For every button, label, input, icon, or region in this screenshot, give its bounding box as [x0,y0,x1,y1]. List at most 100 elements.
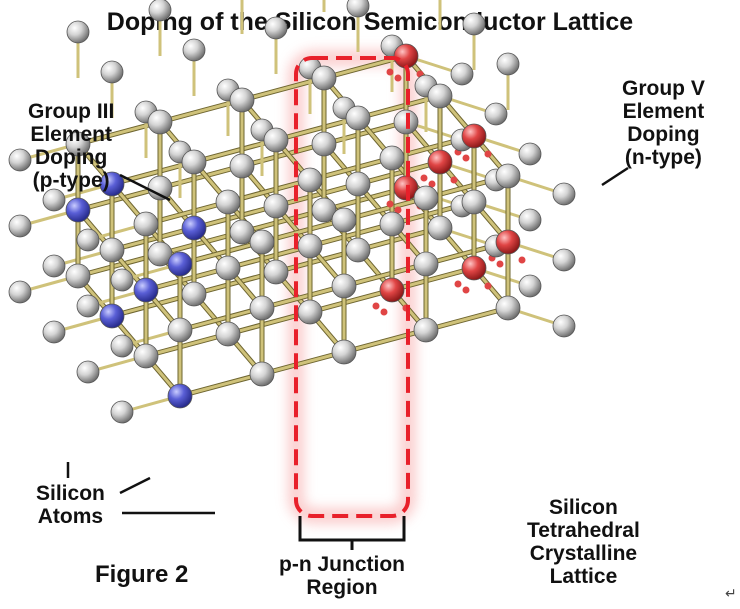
silicon-atom [249,361,275,387]
silicon-atom [229,219,255,245]
silicon-atom [264,16,288,40]
silicon-atom [65,131,91,157]
group3-label-line: Element [30,123,113,146]
free-electron [428,180,436,188]
silicon-atom [297,233,323,259]
free-electron [496,260,504,268]
silicon-atom [110,400,134,424]
silicon-atom [76,294,100,318]
bond [391,266,475,292]
silicon-atom [379,211,405,237]
group3-label-line: (p-type) [32,169,110,192]
lattice-label-line: Tetrahedral [527,519,640,542]
free-electron [386,200,394,208]
silicon-atom [346,0,370,18]
silicon-atom [147,175,173,201]
bond [179,372,263,398]
silicon-atom [311,131,337,157]
silicon-atom [496,52,520,76]
group3-atom [99,171,125,197]
silicon-atom [484,102,508,126]
bond [343,328,427,354]
free-electron [394,206,402,214]
silicon-atom [215,255,241,281]
silicon-atom [552,314,576,338]
silicon-atom [181,281,207,307]
group5-label-line: Group V [622,77,705,100]
return-mark-icon: ↵ [725,586,737,602]
bond [159,98,243,124]
silicon-atom [76,228,100,252]
silicon-atom [8,148,32,172]
silicon-atom [345,171,371,197]
silicon-atom [133,211,159,237]
silicon-atom [331,207,357,233]
pn-junction-box [294,56,410,518]
junction-label-line: p-n Junction [279,553,405,576]
silicon-atom [42,320,66,344]
silicon-atom [249,295,275,321]
silicon-atom [66,20,90,44]
silicon-atom [461,189,487,215]
silicon-atom [76,360,100,384]
lattice-label: Silicon Tetrahedral Crystalline Lattice [527,496,640,588]
silicon-atom [167,317,193,343]
free-electrons [372,68,526,316]
silicon-atom [263,127,289,153]
free-electron [386,68,394,76]
figure-caption: Figure 2 [95,561,189,588]
silicon-atom [229,87,255,113]
silicon-atom [413,251,439,277]
group5-atom [427,149,453,175]
bond [261,350,345,376]
group5-atom [393,43,419,69]
bond [425,306,509,332]
bond [309,222,393,248]
silicon-leader-line-mid [119,476,151,495]
free-electron [484,282,492,290]
group5-atom [379,277,405,303]
group3-label-line: Group III [28,100,115,123]
group5-label-line: (n-type) [624,146,702,169]
silicon-atom [427,215,453,241]
group3-label: Group III Element Doping (p-type) [28,100,114,192]
silicon-atom [181,149,207,175]
silicon-atom [518,142,542,166]
silicon-atom [495,163,521,189]
free-electron [462,286,470,294]
silicon-atom [413,317,439,343]
silicon-atom [215,189,241,215]
silicon-atom [133,343,159,369]
silicon-atom [99,237,125,263]
silicon-atom [100,60,124,84]
silicon-atom [8,214,32,238]
silicon-atoms-label-line: Atoms [37,505,104,528]
lattice-label-line: Lattice [549,565,618,588]
bond [261,284,345,310]
lattice-label-line: Crystalline [529,542,638,565]
silicon-atom [297,167,323,193]
silicon-atom [8,280,32,304]
silicon-atom [495,295,521,321]
silicon-atoms-label-line: Silicon [36,482,105,505]
silicon-atom [215,321,241,347]
group3-atom [167,383,193,409]
silicon-atoms-label: Silicon Atoms [36,482,105,528]
diagram-title: Doping of the Silicon Semiconductor Latt… [106,8,634,36]
group3-atom [181,215,207,241]
bond [145,332,229,358]
free-electron [372,302,380,310]
free-electron [380,308,388,316]
silicon-atom [229,153,255,179]
silicon-atom [379,145,405,171]
bond [241,76,325,102]
junction-bracket [298,516,406,550]
junction-label: p-n Junction Region [279,553,405,599]
bond [179,306,263,332]
group3-label-line: Doping [35,146,108,169]
silicon-atom [345,105,371,131]
bond [309,288,393,314]
free-electron [454,280,462,288]
silicon-atom [331,273,357,299]
